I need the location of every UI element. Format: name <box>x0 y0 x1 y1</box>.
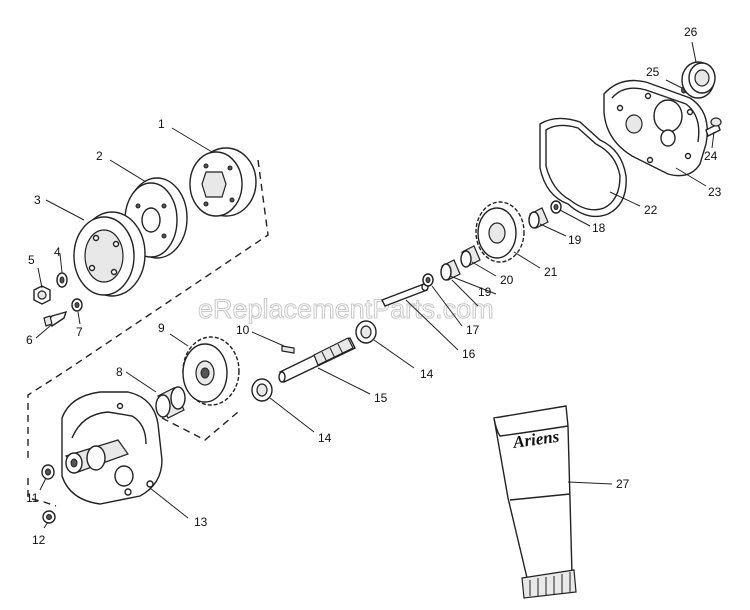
callout-11: 11 <box>26 491 39 505</box>
part-13-gearcase-housing <box>61 391 163 505</box>
assembly-line-lower <box>27 478 57 507</box>
callout-13: 13 <box>194 515 208 529</box>
part-17-washer <box>422 273 434 287</box>
part-11-washer <box>41 464 55 480</box>
part-14-bearing-upper <box>355 320 377 344</box>
part-8-bushing <box>155 386 186 419</box>
callout-4: 4 <box>54 245 61 259</box>
part-1-hub-pulley <box>189 147 257 217</box>
part-26-seal <box>681 61 716 99</box>
callout-23: 23 <box>708 185 722 199</box>
callout-27: 27 <box>616 477 630 491</box>
part-15-shaft <box>278 337 356 383</box>
part-6-bolt <box>43 310 68 327</box>
part-18-washer <box>550 200 562 214</box>
part-3-pulley <box>73 211 146 297</box>
part-20-spacer <box>460 245 481 268</box>
callout-2: 2 <box>96 149 103 163</box>
part-12-washer <box>42 510 56 524</box>
callout-3: 3 <box>34 193 41 207</box>
callout-24: 24 <box>704 149 718 163</box>
callout-14-upper: 14 <box>420 367 434 381</box>
part-24-screw <box>705 117 722 137</box>
part-7-lockwasher <box>71 298 83 312</box>
part-23-gearcase-cover <box>603 79 708 177</box>
part-21-gear <box>475 201 525 263</box>
callout-18: 18 <box>592 221 606 235</box>
callout-14-lower: 14 <box>318 431 332 445</box>
leader-lines <box>35 41 715 529</box>
assembly-line-upper <box>27 159 269 462</box>
part-27-lubricant-tube: Ariens <box>493 405 577 599</box>
part-19-spacer-lower <box>440 259 461 281</box>
callout-9: 9 <box>158 321 165 335</box>
callout-19-upper: 19 <box>568 233 582 247</box>
callout-22: 22 <box>644 203 658 217</box>
part-4-washer <box>56 272 68 288</box>
callout-25: 25 <box>646 65 660 79</box>
watermark-text: eReplacementParts.com <box>198 294 494 324</box>
callout-labels: 1 2 3 4 5 6 7 8 9 10 11 12 13 14 14 15 1… <box>26 25 722 547</box>
assembly-line-gear <box>161 411 239 441</box>
callout-19-lower: 19 <box>478 285 492 299</box>
callout-12: 12 <box>32 533 46 547</box>
part-14-bearing-lower <box>251 378 273 402</box>
part-5-nut <box>33 285 51 305</box>
callout-10: 10 <box>236 323 250 337</box>
callout-26: 26 <box>684 25 698 39</box>
callout-5: 5 <box>28 253 35 267</box>
part-22-gasket <box>539 117 627 218</box>
callout-21: 21 <box>544 265 558 279</box>
callout-16: 16 <box>462 347 476 361</box>
callout-15: 15 <box>374 391 388 405</box>
callout-6: 6 <box>26 333 33 347</box>
part-9-gear <box>182 336 240 406</box>
part-19-bushing-upper <box>528 207 549 229</box>
part-10-key <box>281 345 295 354</box>
callout-7: 7 <box>76 325 83 339</box>
callout-17: 17 <box>466 323 480 337</box>
callout-8: 8 <box>116 365 123 379</box>
callout-1: 1 <box>158 117 165 131</box>
callout-20: 20 <box>500 273 514 287</box>
